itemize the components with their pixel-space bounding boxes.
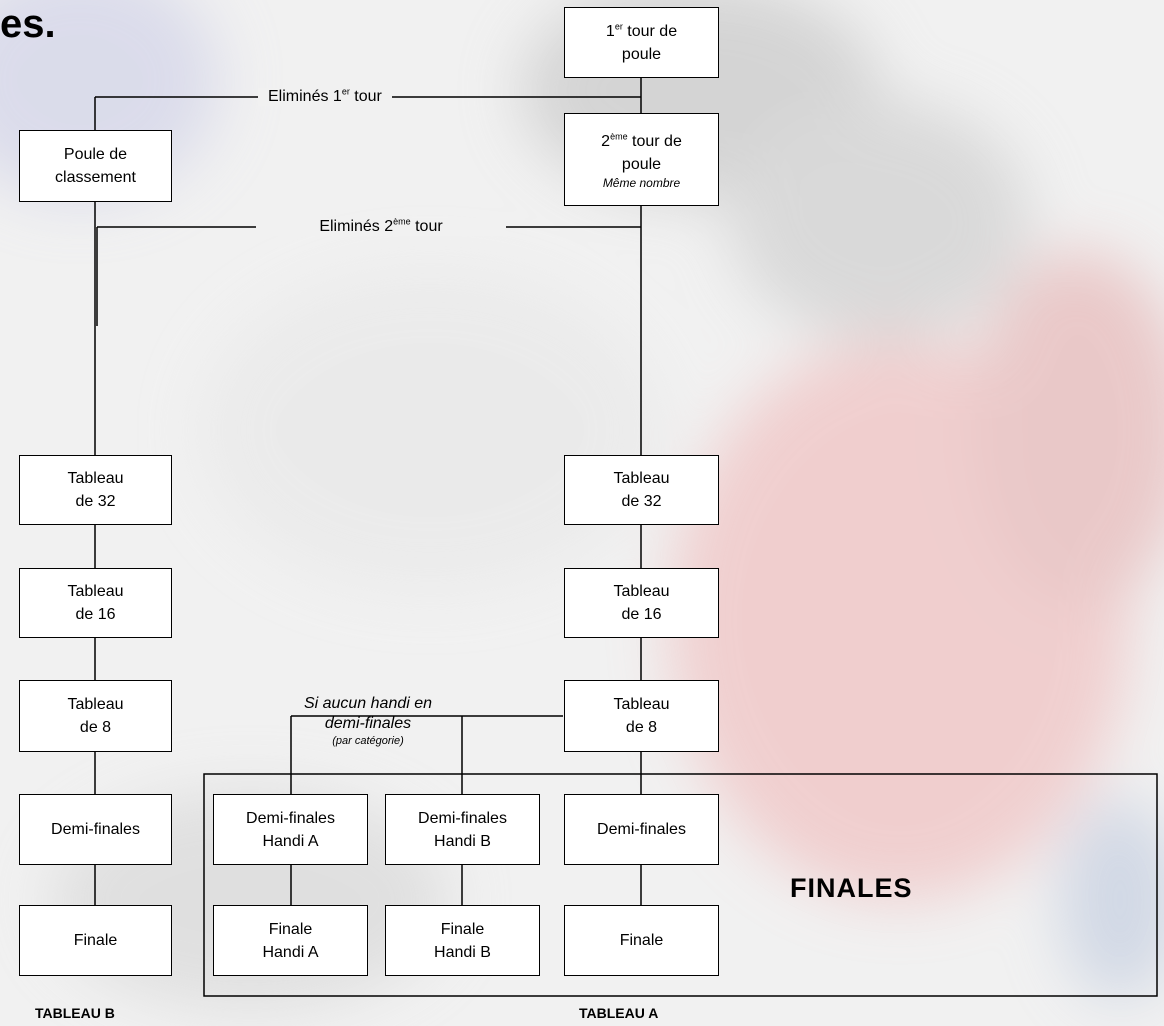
tour1-poule-box: 1er tour de poule [564, 7, 719, 78]
tableau-a-label: TABLEAU A [579, 1005, 659, 1021]
handi-note: Si aucun handi en demi-finales (par caté… [303, 695, 433, 747]
page-heading: es. [0, 2, 56, 46]
a-demi-finales-box: Demi-finales [564, 794, 719, 865]
elim1-label: Eliminés 1er tour [258, 87, 392, 106]
elim2-label: Eliminés 2ème tour [256, 217, 506, 236]
b-finale-box: Finale [19, 905, 172, 976]
finales-label: FINALES [790, 873, 913, 903]
tableau-b-label: TABLEAU B [35, 1005, 115, 1021]
b-demi-finales-box: Demi-finales [19, 794, 172, 865]
a-finale-box: Finale [564, 905, 719, 976]
tour2-poule-box: 2ème tour de poule Même nombre [564, 113, 719, 206]
tour2-note: Même nombre [602, 175, 681, 190]
